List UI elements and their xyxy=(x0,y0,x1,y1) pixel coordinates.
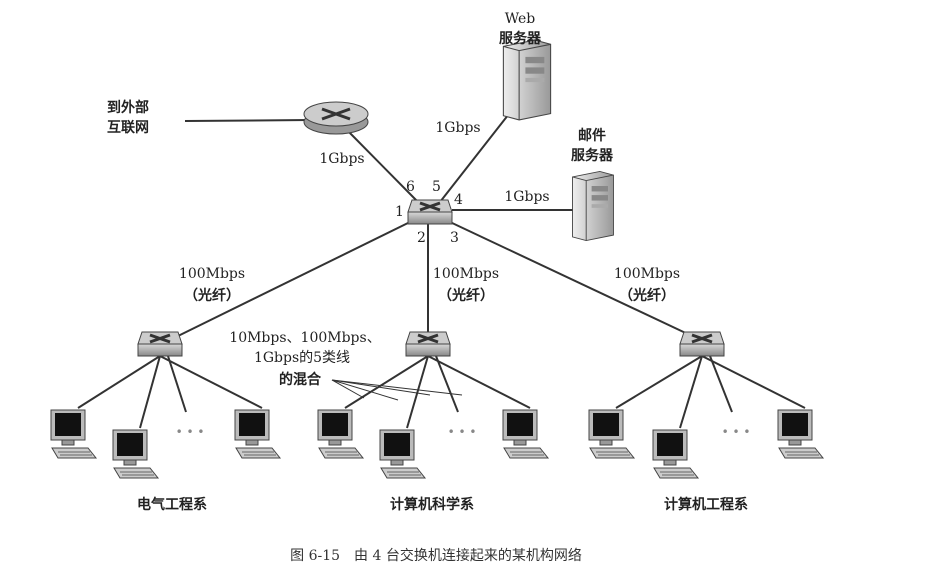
ethernet-link xyxy=(139,355,161,429)
router-core-speed: 1Gbps xyxy=(319,151,364,167)
port-4: 4 xyxy=(454,192,463,208)
computer-icon xyxy=(317,409,364,459)
annotation-arrows xyxy=(331,379,463,401)
computer-icon xyxy=(652,429,699,479)
mail-core-speed: 1Gbps xyxy=(504,189,549,205)
left-link-medium: （光纤） xyxy=(184,287,240,304)
external-label-2: 互联网 xyxy=(107,120,149,136)
ethernet-link xyxy=(159,355,263,409)
annotation-line-1: 10Mbps、100Mbps、 xyxy=(229,330,380,346)
department-switch xyxy=(136,330,184,358)
middle-link-medium: （光纤） xyxy=(438,287,494,304)
ethernet-link xyxy=(679,355,703,429)
figure-caption: 图 6-15 由 4 台交换机连接起来的某机构网络 xyxy=(290,547,582,564)
mail-server-label-1: 邮件 xyxy=(578,127,606,144)
external-link xyxy=(184,119,311,122)
port-2: 2 xyxy=(417,230,426,246)
annotation-line-2: 1Gbps的5类线 xyxy=(254,350,350,366)
ethernet-link xyxy=(344,355,429,409)
middle-link-speed: 100Mbps xyxy=(433,266,499,282)
right-fiber-link xyxy=(449,221,693,337)
mail-server-label-2: 服务器 xyxy=(571,147,614,164)
web-server-label-2: 服务器 xyxy=(499,30,542,47)
ethernet-link xyxy=(615,355,703,409)
more-computers-ellipsis: • • • xyxy=(722,425,751,439)
department-cs: 计算机科学系 xyxy=(390,496,474,513)
left-fiber-link xyxy=(177,221,411,337)
ethernet-link xyxy=(435,355,459,413)
department-switch xyxy=(404,330,452,358)
left-link-speed: 100Mbps xyxy=(179,266,245,282)
web-server xyxy=(502,39,552,121)
department-group-cs: • • • xyxy=(317,330,549,479)
department-switch xyxy=(678,330,726,358)
department-group-ce: • • • xyxy=(588,330,824,479)
web-core-speed: 1Gbps xyxy=(435,120,480,136)
core-switch xyxy=(406,198,454,226)
port-6: 6 xyxy=(406,179,415,195)
computer-icon xyxy=(112,429,159,479)
computer-icon xyxy=(588,409,635,459)
port-5: 5 xyxy=(432,179,441,195)
computer-icon xyxy=(50,409,97,459)
router-core-link xyxy=(344,127,419,203)
ethernet-link xyxy=(709,355,733,413)
computer-icon xyxy=(502,409,549,459)
ethernet-link xyxy=(77,355,161,409)
port-3: 3 xyxy=(450,230,459,246)
router xyxy=(303,101,369,135)
ethernet-link xyxy=(406,355,429,429)
more-computers-ellipsis: • • • xyxy=(448,425,477,439)
web-server-label-1: Web xyxy=(505,11,536,27)
web-core-link xyxy=(439,109,513,203)
more-computers-ellipsis: • • • xyxy=(176,425,205,439)
computer-icon xyxy=(777,409,824,459)
department-ee: 电气工程系 xyxy=(137,496,207,513)
ethernet-link xyxy=(167,355,187,413)
ethernet-link xyxy=(701,355,806,409)
annotation-line-3: 的混合 xyxy=(279,371,322,388)
ethernet-link xyxy=(427,355,531,409)
computer-icon xyxy=(379,429,426,479)
right-link-speed: 100Mbps xyxy=(614,266,680,282)
mail-server xyxy=(572,170,614,242)
computer-icon xyxy=(234,409,281,459)
external-label-1: 到外部 xyxy=(107,99,149,116)
department-group-ee: • • • xyxy=(50,330,281,479)
department-ce: 计算机工程系 xyxy=(664,496,748,513)
port-1: 1 xyxy=(395,204,404,220)
right-link-medium: （光纤） xyxy=(619,287,675,304)
